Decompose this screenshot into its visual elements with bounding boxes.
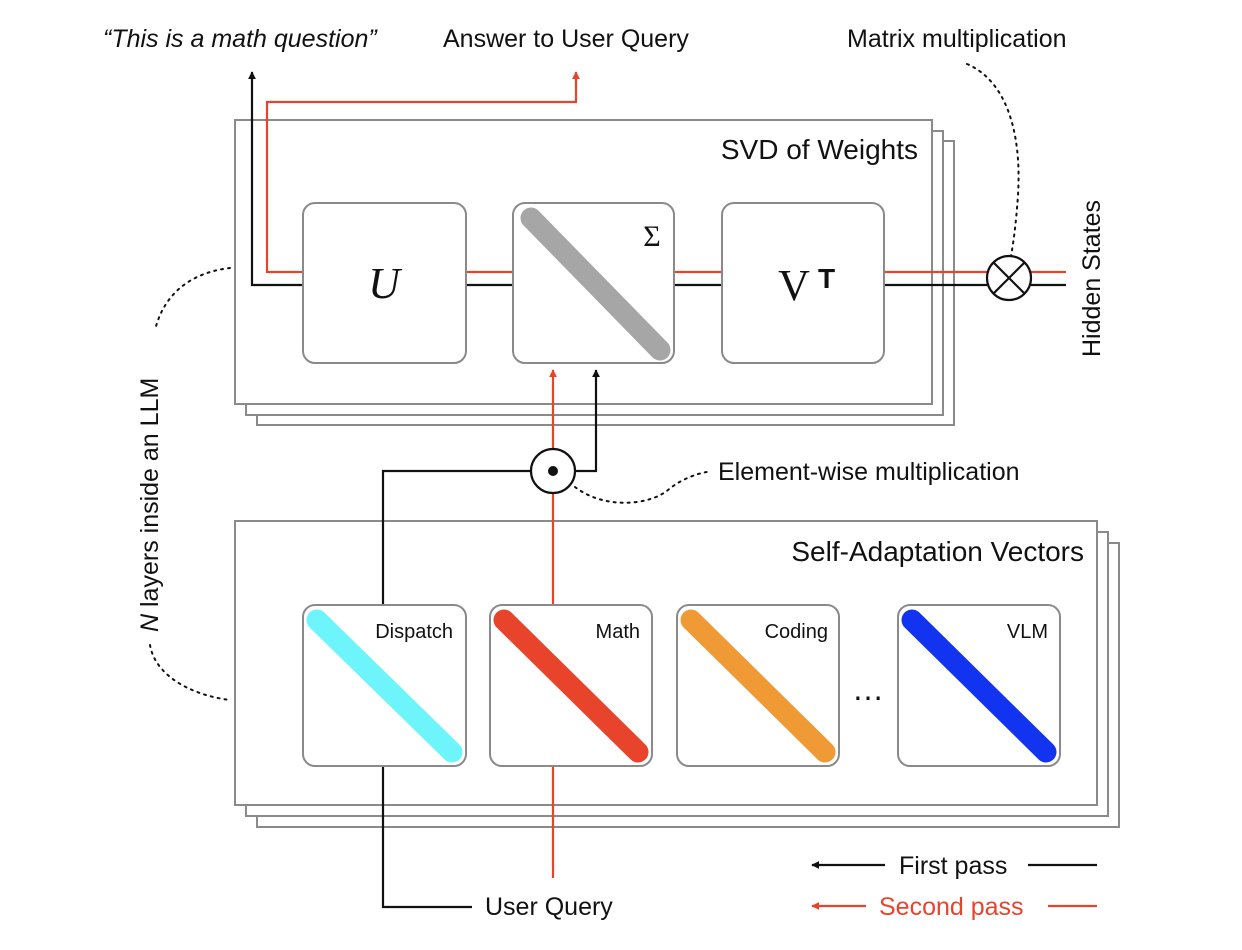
n-layers-label: N layers inside an LLM bbox=[136, 378, 164, 632]
elementwise-label: Element-wise multiplication bbox=[718, 458, 1020, 486]
n-layers-leader-bottom bbox=[149, 644, 231, 701]
sav-title: Self-Adaptation Vectors bbox=[791, 536, 1084, 567]
hidden-states-label: Hidden States bbox=[1078, 200, 1106, 357]
n-layers-text: layers inside an LLM bbox=[136, 378, 164, 614]
user-query-label: User Query bbox=[485, 893, 613, 921]
odot-to-sigma-arrow bbox=[575, 369, 600, 473]
vector-diagonal-vlm bbox=[901, 609, 1057, 763]
svd-title: SVD of Weights bbox=[721, 134, 918, 165]
n-layers-variable: N bbox=[136, 613, 164, 632]
vector-box-vlm: VLM bbox=[897, 604, 1061, 767]
legend-first-label: First pass bbox=[899, 852, 1007, 880]
vector-box-math: Math bbox=[489, 604, 653, 767]
sigma-diagonal bbox=[520, 207, 671, 361]
vector-label-vlm: VLM bbox=[1007, 621, 1048, 643]
u-label: U bbox=[368, 259, 403, 308]
vt-matrix-box: V T bbox=[721, 202, 885, 364]
vector-box-coding: Coding bbox=[676, 604, 840, 767]
vector-diagonal-math bbox=[493, 609, 649, 763]
u-matrix-box: U bbox=[302, 202, 467, 364]
vector-diagonal-coding bbox=[680, 609, 836, 763]
vt-label: V bbox=[778, 261, 810, 310]
second-pass-wires bbox=[265, 71, 1066, 878]
legend: First pass Second pass bbox=[811, 852, 1097, 921]
sigma-matrix-box: Σ bbox=[512, 202, 675, 364]
elementwise-mult-operator bbox=[529, 447, 577, 495]
dispatch-to-odot-wire bbox=[381, 469, 531, 605]
answer-label: Answer to User Query bbox=[443, 25, 689, 53]
legend-second-label: Second pass bbox=[879, 893, 1024, 921]
vector-label-coding: Coding bbox=[765, 621, 828, 643]
vector-label-dispatch: Dispatch bbox=[375, 621, 453, 643]
matrix-mult-leader bbox=[966, 63, 1020, 257]
vector-label-math: Math bbox=[596, 621, 640, 643]
sigma-label: Σ bbox=[643, 220, 660, 253]
vt-superscript: T bbox=[818, 263, 835, 294]
math-question-arrow bbox=[248, 71, 303, 287]
vectors-ellipsis: … bbox=[852, 671, 884, 707]
elementwise-leader bbox=[574, 471, 708, 504]
matrix-mult-label: Matrix multiplication bbox=[847, 25, 1067, 53]
answer-arrow bbox=[265, 71, 580, 274]
user-query-wire-black bbox=[381, 766, 472, 909]
matrix-mult-operator bbox=[985, 254, 1033, 302]
vector-diagonal-dispatch bbox=[306, 609, 463, 763]
first-pass-wires bbox=[248, 71, 1066, 909]
math-question-label: “This is a math question” bbox=[103, 25, 378, 53]
n-layers-leader-top bbox=[154, 267, 231, 331]
vector-box-dispatch: Dispatch bbox=[302, 604, 467, 767]
